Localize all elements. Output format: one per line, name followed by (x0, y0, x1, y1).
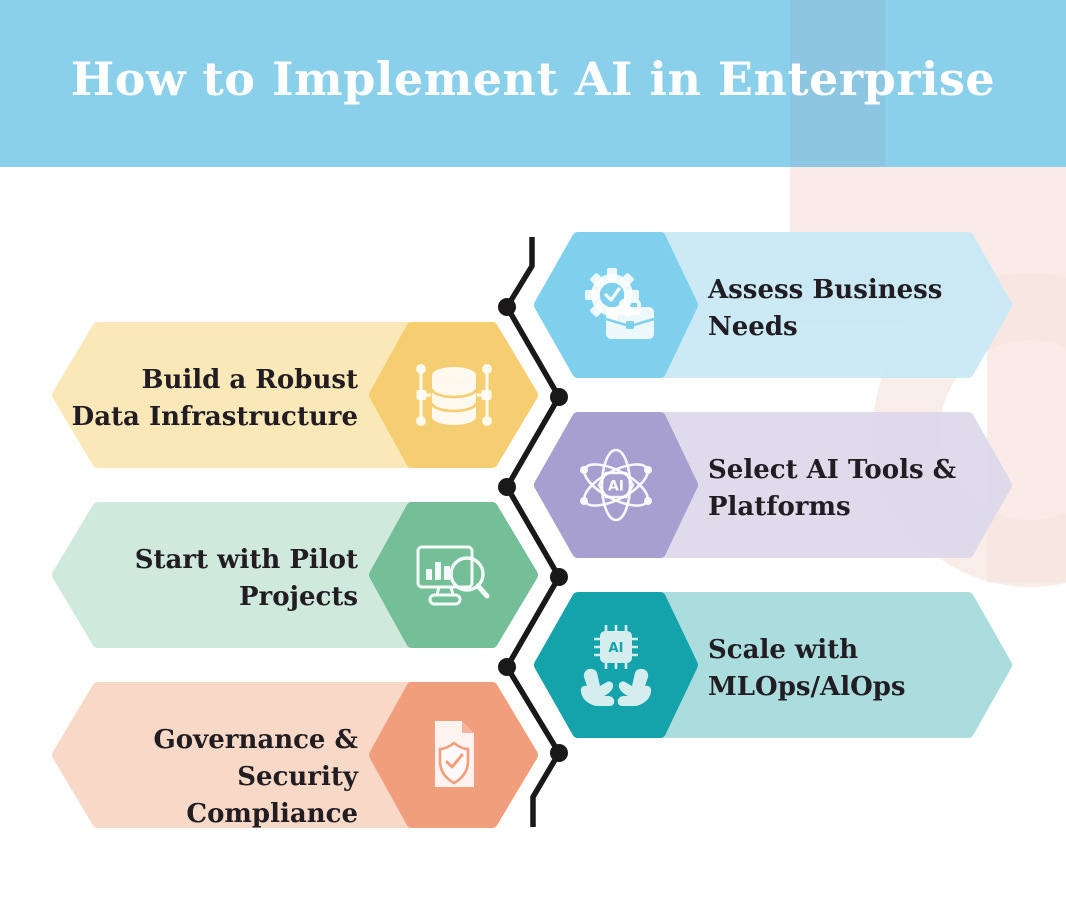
step-label: Scale with MLOps/AlOps (708, 632, 1008, 706)
banner-shape (534, 412, 1012, 558)
step-label-line: Security Compliance (186, 762, 358, 829)
document-shield-check-icon (435, 721, 474, 787)
step-label-line: Start with Pilot (134, 545, 358, 575)
step-banner-build-data-infrastructure: Build a Robust Data Infrastructure (50, 320, 540, 470)
step-label: Assess Business Needs (708, 272, 1008, 346)
banner-shape (52, 322, 538, 468)
icon-hexagon (369, 502, 538, 648)
step-label-line: Build a Robust (141, 365, 358, 395)
flow-connector-line (498, 237, 568, 827)
step-label: Select AI Tools & Platforms (708, 452, 1008, 526)
step-banner-select-ai-tools: AI Select AI Tools & Platforms (532, 410, 1014, 560)
step-label-line: MLOps/AlOps (708, 672, 906, 702)
header-banner: How to Implement AI in Enterprise (0, 0, 1066, 167)
connector-zigzag-path (503, 237, 563, 827)
step-label-line: Platforms (708, 492, 851, 522)
step-label: Governance & Security Compliance (70, 722, 358, 833)
step-label-line: Assess Business (708, 275, 943, 305)
banner-shape (534, 232, 1012, 378)
step-label-line: Scale with (708, 635, 859, 665)
page-title: How to Implement AI in Enterprise (70, 52, 996, 106)
database-network-icon (416, 364, 492, 426)
connector-node-dots (498, 298, 568, 762)
step-label-line: Projects (238, 582, 358, 612)
gear-check-briefcase-icon (585, 268, 655, 339)
step-label-line: Governance & (153, 725, 358, 755)
chip-icon-ai-text: AI (609, 641, 624, 656)
step-banner-governance-security: Governance & Security Compliance (50, 680, 540, 830)
step-label-line: Select AI Tools & (708, 455, 957, 485)
atom-ai-icon: AI (580, 448, 652, 522)
step-label: Build a Robust Data Infrastructure (70, 362, 358, 436)
step-banner-assess-business-needs: Assess Business Needs (532, 230, 1014, 380)
step-banner-start-pilot-projects: Start with Pilot Projects (50, 500, 540, 650)
header-accent-band (790, 0, 885, 167)
step-label: Start with Pilot Projects (70, 542, 358, 616)
step-label-line: Needs (708, 312, 798, 342)
step-banner-scale-mlops: AI Scale with MLOps/AlOps (532, 590, 1014, 740)
banner-shape (52, 502, 538, 648)
step-label-line: Data Infrastructure (71, 402, 358, 432)
monitor-magnifier-icon (416, 545, 490, 606)
banner-shape (52, 682, 538, 828)
icon-hexagon (534, 412, 698, 558)
hands-ai-chip-icon: AI (580, 625, 652, 706)
atom-icon-ai-text: AI (608, 479, 624, 495)
